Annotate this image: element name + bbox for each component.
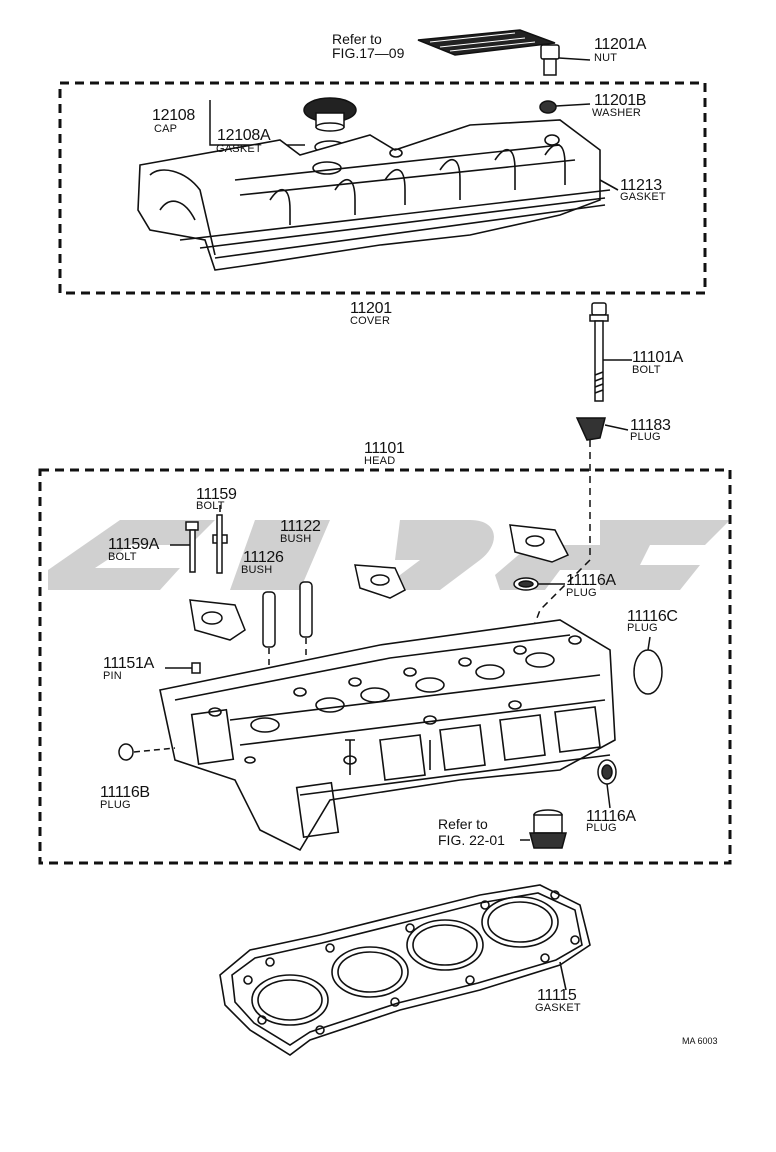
part-11183-name: PLUG (630, 431, 661, 443)
part-11126-number: 11126 (243, 549, 284, 566)
cam-caps-drawing (189, 524, 570, 641)
part-11159A-name: BOLT (108, 551, 137, 563)
part-11116A-bottom-number: 11116A (586, 808, 636, 825)
fig17-plate (417, 29, 556, 56)
part-11201-name: COVER (350, 315, 391, 327)
part-11115-name: GASKET (535, 1002, 581, 1014)
part-11201B-number: 11201B (594, 92, 647, 109)
part-11116B-name: PLUG (100, 799, 131, 811)
part-11201B-name: WASHER (592, 107, 642, 119)
valve-cover-drawing (137, 119, 619, 271)
ref-fig22-line2: FIG. 22-01 (438, 832, 505, 848)
part-11116C-name: PLUG (627, 622, 658, 634)
part-11201-number: 11201 (350, 300, 392, 317)
head-gasket-11115-drawing (219, 884, 591, 1056)
head-group-box (38, 468, 732, 865)
drawing-code: MA 6003 (682, 1036, 718, 1046)
plug-11116B-drawing (118, 743, 176, 761)
nut-11201A-drawing (540, 44, 591, 76)
part-11101A-number: 11101A (632, 349, 683, 366)
cylinder-head-drawing (159, 619, 616, 852)
ref-fig17-line1: Refer to (332, 31, 382, 47)
part-11183-number: 11183 (630, 417, 671, 434)
part-12108-number: 12108 (152, 107, 195, 124)
part-11159A-number: 11159A (108, 536, 159, 553)
part-11201A-name: NUT (594, 52, 618, 64)
plug-11116A-bottom-drawing (597, 759, 617, 809)
part-11213-number: 11213 (620, 177, 662, 194)
part-12108A-name: GASKET (216, 143, 262, 155)
ref-fig22-line1: Refer to (438, 816, 488, 832)
part-11151A-name: PIN (103, 670, 122, 682)
part-11101A-name: BOLT (632, 364, 661, 376)
fig22-sensor-drawing (520, 809, 567, 849)
plug-leader-dash (524, 440, 591, 651)
part-11201A-number: 11201A (594, 36, 647, 53)
ref-fig17-line2: FIG.17—09 (332, 45, 405, 61)
part-11116A-bottom-name: PLUG (586, 822, 617, 834)
part-11115-number: 11115 (537, 987, 577, 1004)
part-11116B-number: 11116B (100, 784, 150, 801)
part-12108-name: CAP (154, 123, 178, 135)
part-11159-name: BOLT (196, 500, 225, 512)
part-11122-number: 11122 (280, 518, 321, 535)
oil-cap-12108-drawing (209, 97, 357, 154)
part-11151A-number: 11151A (103, 655, 154, 672)
washer-11201B-drawing (539, 100, 591, 114)
part-11116A-top-number: 11116A (566, 572, 616, 589)
part-12108A-number: 12108A (217, 127, 271, 144)
part-11213-name: GASKET (620, 191, 666, 203)
plug-11183-drawing (575, 417, 629, 441)
part-11101-number: 11101 (364, 440, 405, 457)
plug-11116C-drawing (633, 636, 663, 695)
part-11122-name: BUSH (280, 533, 312, 545)
cover-group-box (58, 81, 707, 295)
part-11116C-number: 11116C (627, 608, 678, 625)
part-11126-name: BUSH (241, 564, 273, 576)
part-11116A-top-name: PLUG (566, 587, 597, 599)
part-11101-name: HEAD (364, 455, 396, 467)
pin-11151A-drawing (165, 662, 201, 674)
part-11159-number: 11159 (196, 486, 237, 503)
bolt-11159-drawing (170, 505, 228, 574)
plug-11116A-top-drawing (513, 577, 565, 591)
bolt-11101A-drawing (589, 302, 632, 402)
